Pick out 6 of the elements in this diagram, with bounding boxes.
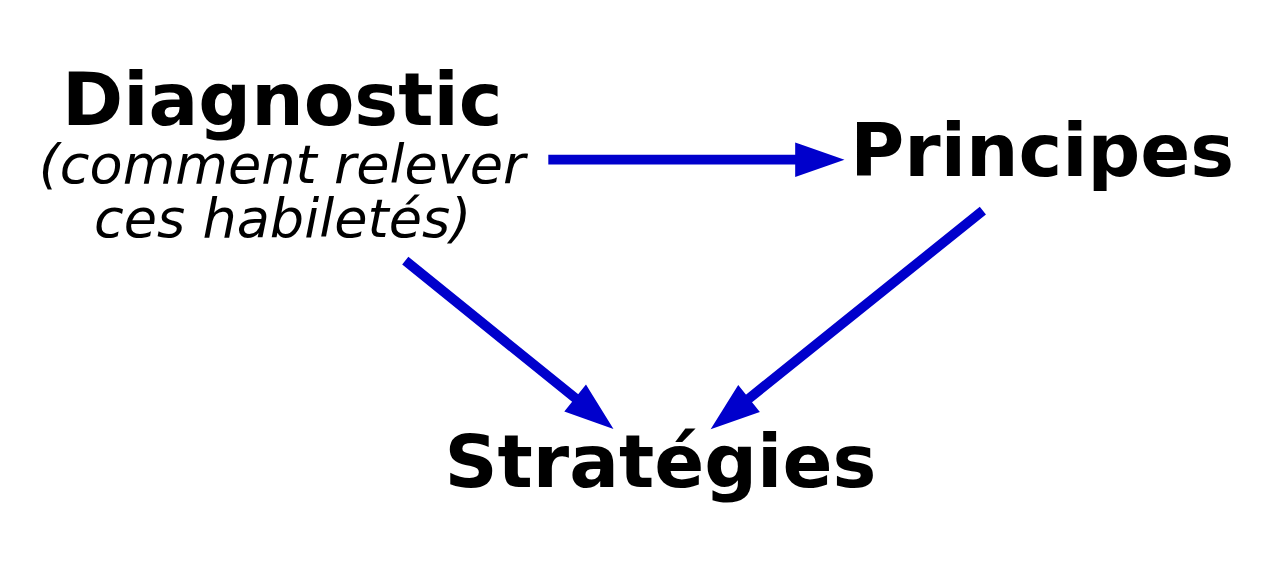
node-text: Principes	[850, 107, 1235, 193]
arrow	[402, 256, 614, 429]
arrow	[548, 141, 845, 177]
arrow	[710, 206, 986, 429]
node-text: Stratégies	[444, 418, 877, 504]
node-text: Diagnostic (comment relever ces habiletés)	[38, 56, 526, 250]
